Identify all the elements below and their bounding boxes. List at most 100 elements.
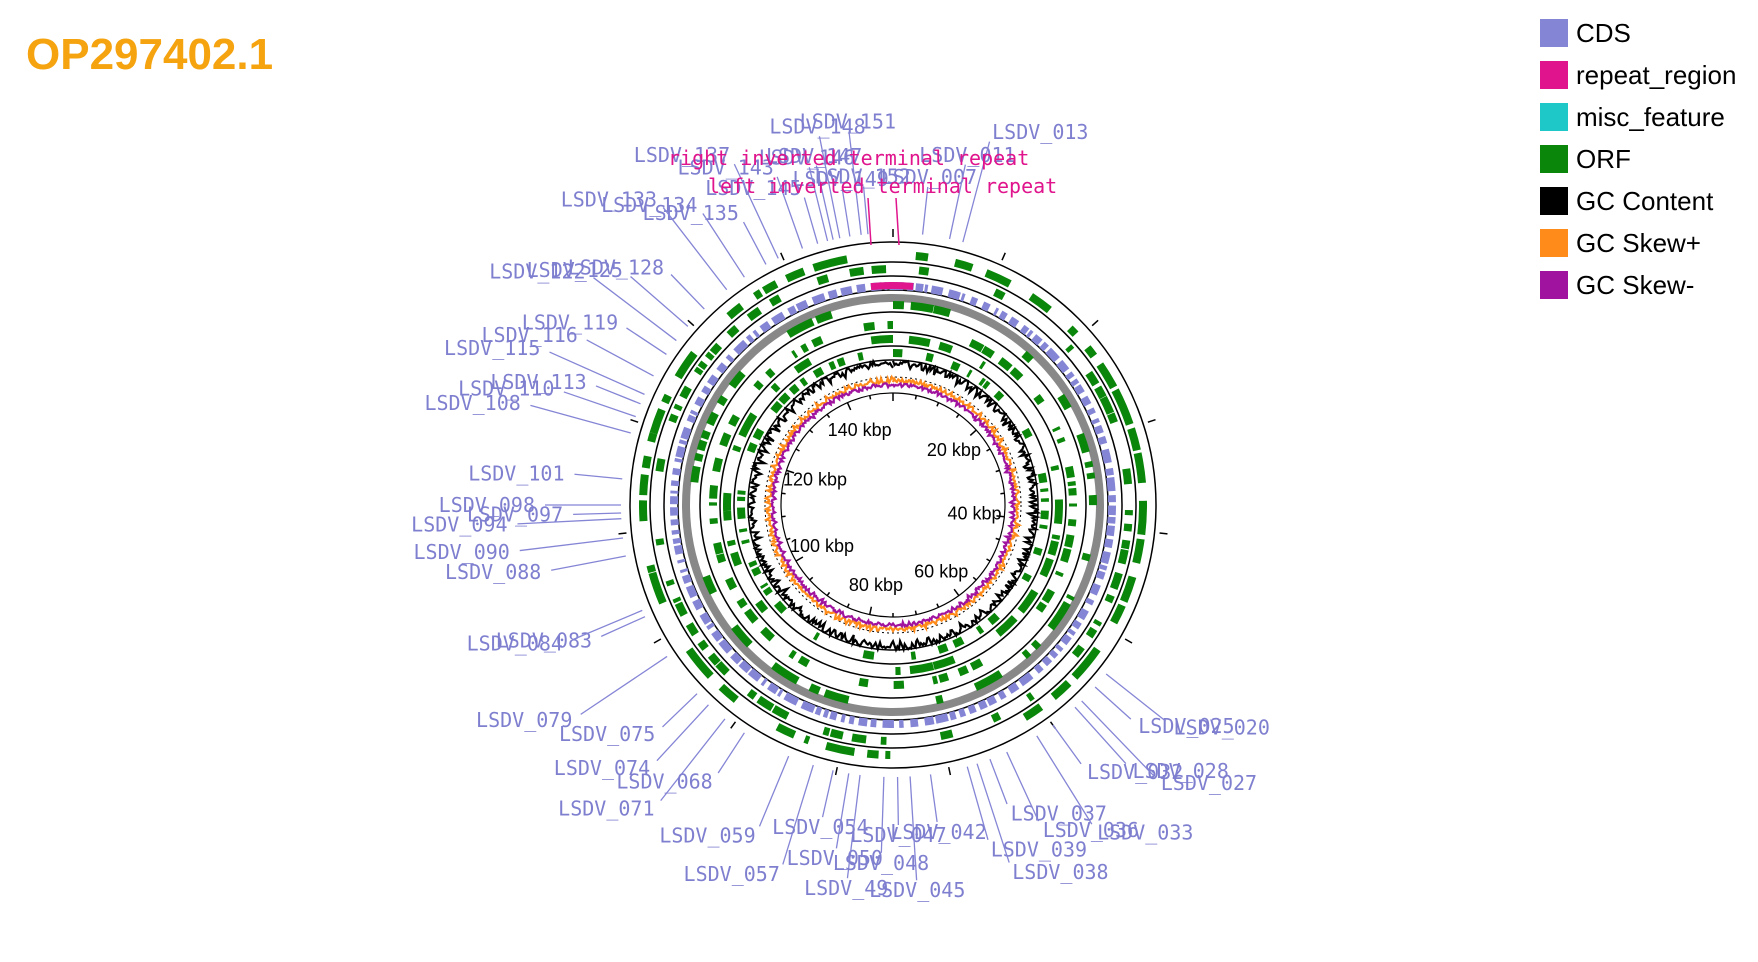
cds-feature (948, 711, 957, 721)
gene-leader (551, 555, 626, 571)
orf-feature (851, 733, 867, 744)
legend-item-gc-skew-minus: GC Skew- (1540, 264, 1750, 306)
cds-feature (677, 558, 686, 564)
gene-leader (929, 774, 938, 823)
cds-feature (1097, 435, 1108, 446)
orf-feature (709, 485, 719, 499)
cds-feature (814, 706, 823, 716)
cds-feature (967, 704, 977, 715)
gene-leader (776, 176, 804, 249)
gene-leader (717, 732, 745, 774)
repeat-region-feature (893, 282, 914, 290)
orf-feature (910, 301, 935, 314)
orf-feature (707, 652, 721, 666)
orf-feature (770, 400, 783, 414)
orf-feature (697, 360, 708, 371)
cds-feature (840, 285, 853, 297)
scale-tick (786, 537, 791, 541)
orf-feature (918, 266, 930, 276)
cds-feature (1067, 627, 1076, 636)
orf-feature (895, 666, 901, 675)
orf-feature (770, 382, 781, 393)
orf-feature (694, 452, 704, 462)
outer-tick (1001, 252, 1006, 261)
cds-feature (1080, 395, 1092, 407)
orf-feature (1067, 519, 1077, 527)
gene-label: LSDV_122 (489, 260, 585, 284)
orf-feature (1081, 552, 1091, 562)
gene-leader (989, 758, 1008, 805)
orf-feature (969, 658, 984, 671)
orf-feature (1094, 385, 1107, 400)
scale-tick (969, 429, 977, 436)
gene-label: LSDV_032 (1087, 760, 1183, 784)
gene-label: LSDV_143 (678, 155, 774, 179)
orf-feature (1030, 639, 1042, 650)
orf-feature (1092, 618, 1103, 627)
legend-item-gc-content: GC Content (1540, 180, 1750, 222)
orf-feature (1117, 548, 1129, 565)
orf-feature (1040, 488, 1049, 493)
orf-feature (870, 335, 893, 345)
cds-feature (1069, 378, 1080, 387)
orf-feature (1037, 472, 1048, 484)
cds-feature (848, 715, 855, 725)
outer-tick (1147, 418, 1156, 423)
gene-leader (758, 755, 790, 827)
legend-swatch-gc-skew-minus (1540, 271, 1568, 299)
orf-feature (697, 639, 709, 651)
orf-feature (950, 361, 961, 372)
orf-feature (746, 442, 758, 454)
orf-feature (887, 321, 893, 330)
cds-feature (1100, 550, 1111, 565)
gene-leader (670, 274, 705, 310)
orf-feature (993, 288, 1006, 301)
orf-feature (825, 742, 856, 756)
gene-label: LSDV_047 (850, 823, 946, 847)
orf-feature (719, 432, 732, 447)
gene-label: LSDV_042 (890, 820, 986, 844)
gene-label: LSDV_037 (1011, 801, 1107, 825)
cds-feature (733, 339, 749, 355)
orf-feature (1047, 540, 1059, 556)
orf-feature (775, 723, 797, 739)
scale-label: 40 kbp (948, 504, 1002, 524)
scale-tick (795, 556, 804, 562)
scale-tick (996, 515, 1005, 518)
gc-skew-plus-plot (763, 374, 1023, 635)
orf-feature (938, 672, 950, 683)
cds-feature (672, 537, 682, 545)
gene-label: LSDV_128 (568, 255, 664, 279)
orf-feature (937, 643, 949, 654)
gene-leader (808, 167, 829, 242)
orf-feature (736, 597, 748, 609)
orf-feature (726, 302, 745, 320)
orf-feature (915, 252, 929, 262)
gene-label: LSDV_101 (468, 461, 564, 485)
orf-feature (716, 395, 728, 407)
gene-label: LSDV_137 (634, 143, 730, 167)
orf-feature (726, 539, 736, 547)
cds-feature (1086, 407, 1096, 416)
cds-feature (1093, 424, 1104, 435)
orf-feature (1050, 465, 1060, 472)
orf-feature (966, 369, 973, 378)
orf-feature (987, 612, 1000, 626)
orf-feature (690, 465, 701, 483)
gene-label: LSDV_084 (467, 632, 563, 656)
orf-feature (712, 457, 724, 473)
gene-leader (549, 351, 645, 395)
gene-leader (563, 391, 636, 418)
scale-label: 80 kbp (849, 575, 903, 595)
gene-label: LSDV_145 (705, 176, 801, 200)
cds-feature (997, 689, 1007, 700)
orf-feature (812, 366, 825, 379)
cds-feature (672, 467, 682, 476)
orf-feature (829, 728, 844, 740)
cds-feature (679, 568, 689, 574)
cds-feature (671, 529, 680, 535)
orf-feature (909, 662, 935, 675)
orf-feature (760, 626, 775, 642)
gene-label: LSDV_083 (496, 628, 592, 652)
cds-feature (1105, 467, 1114, 476)
